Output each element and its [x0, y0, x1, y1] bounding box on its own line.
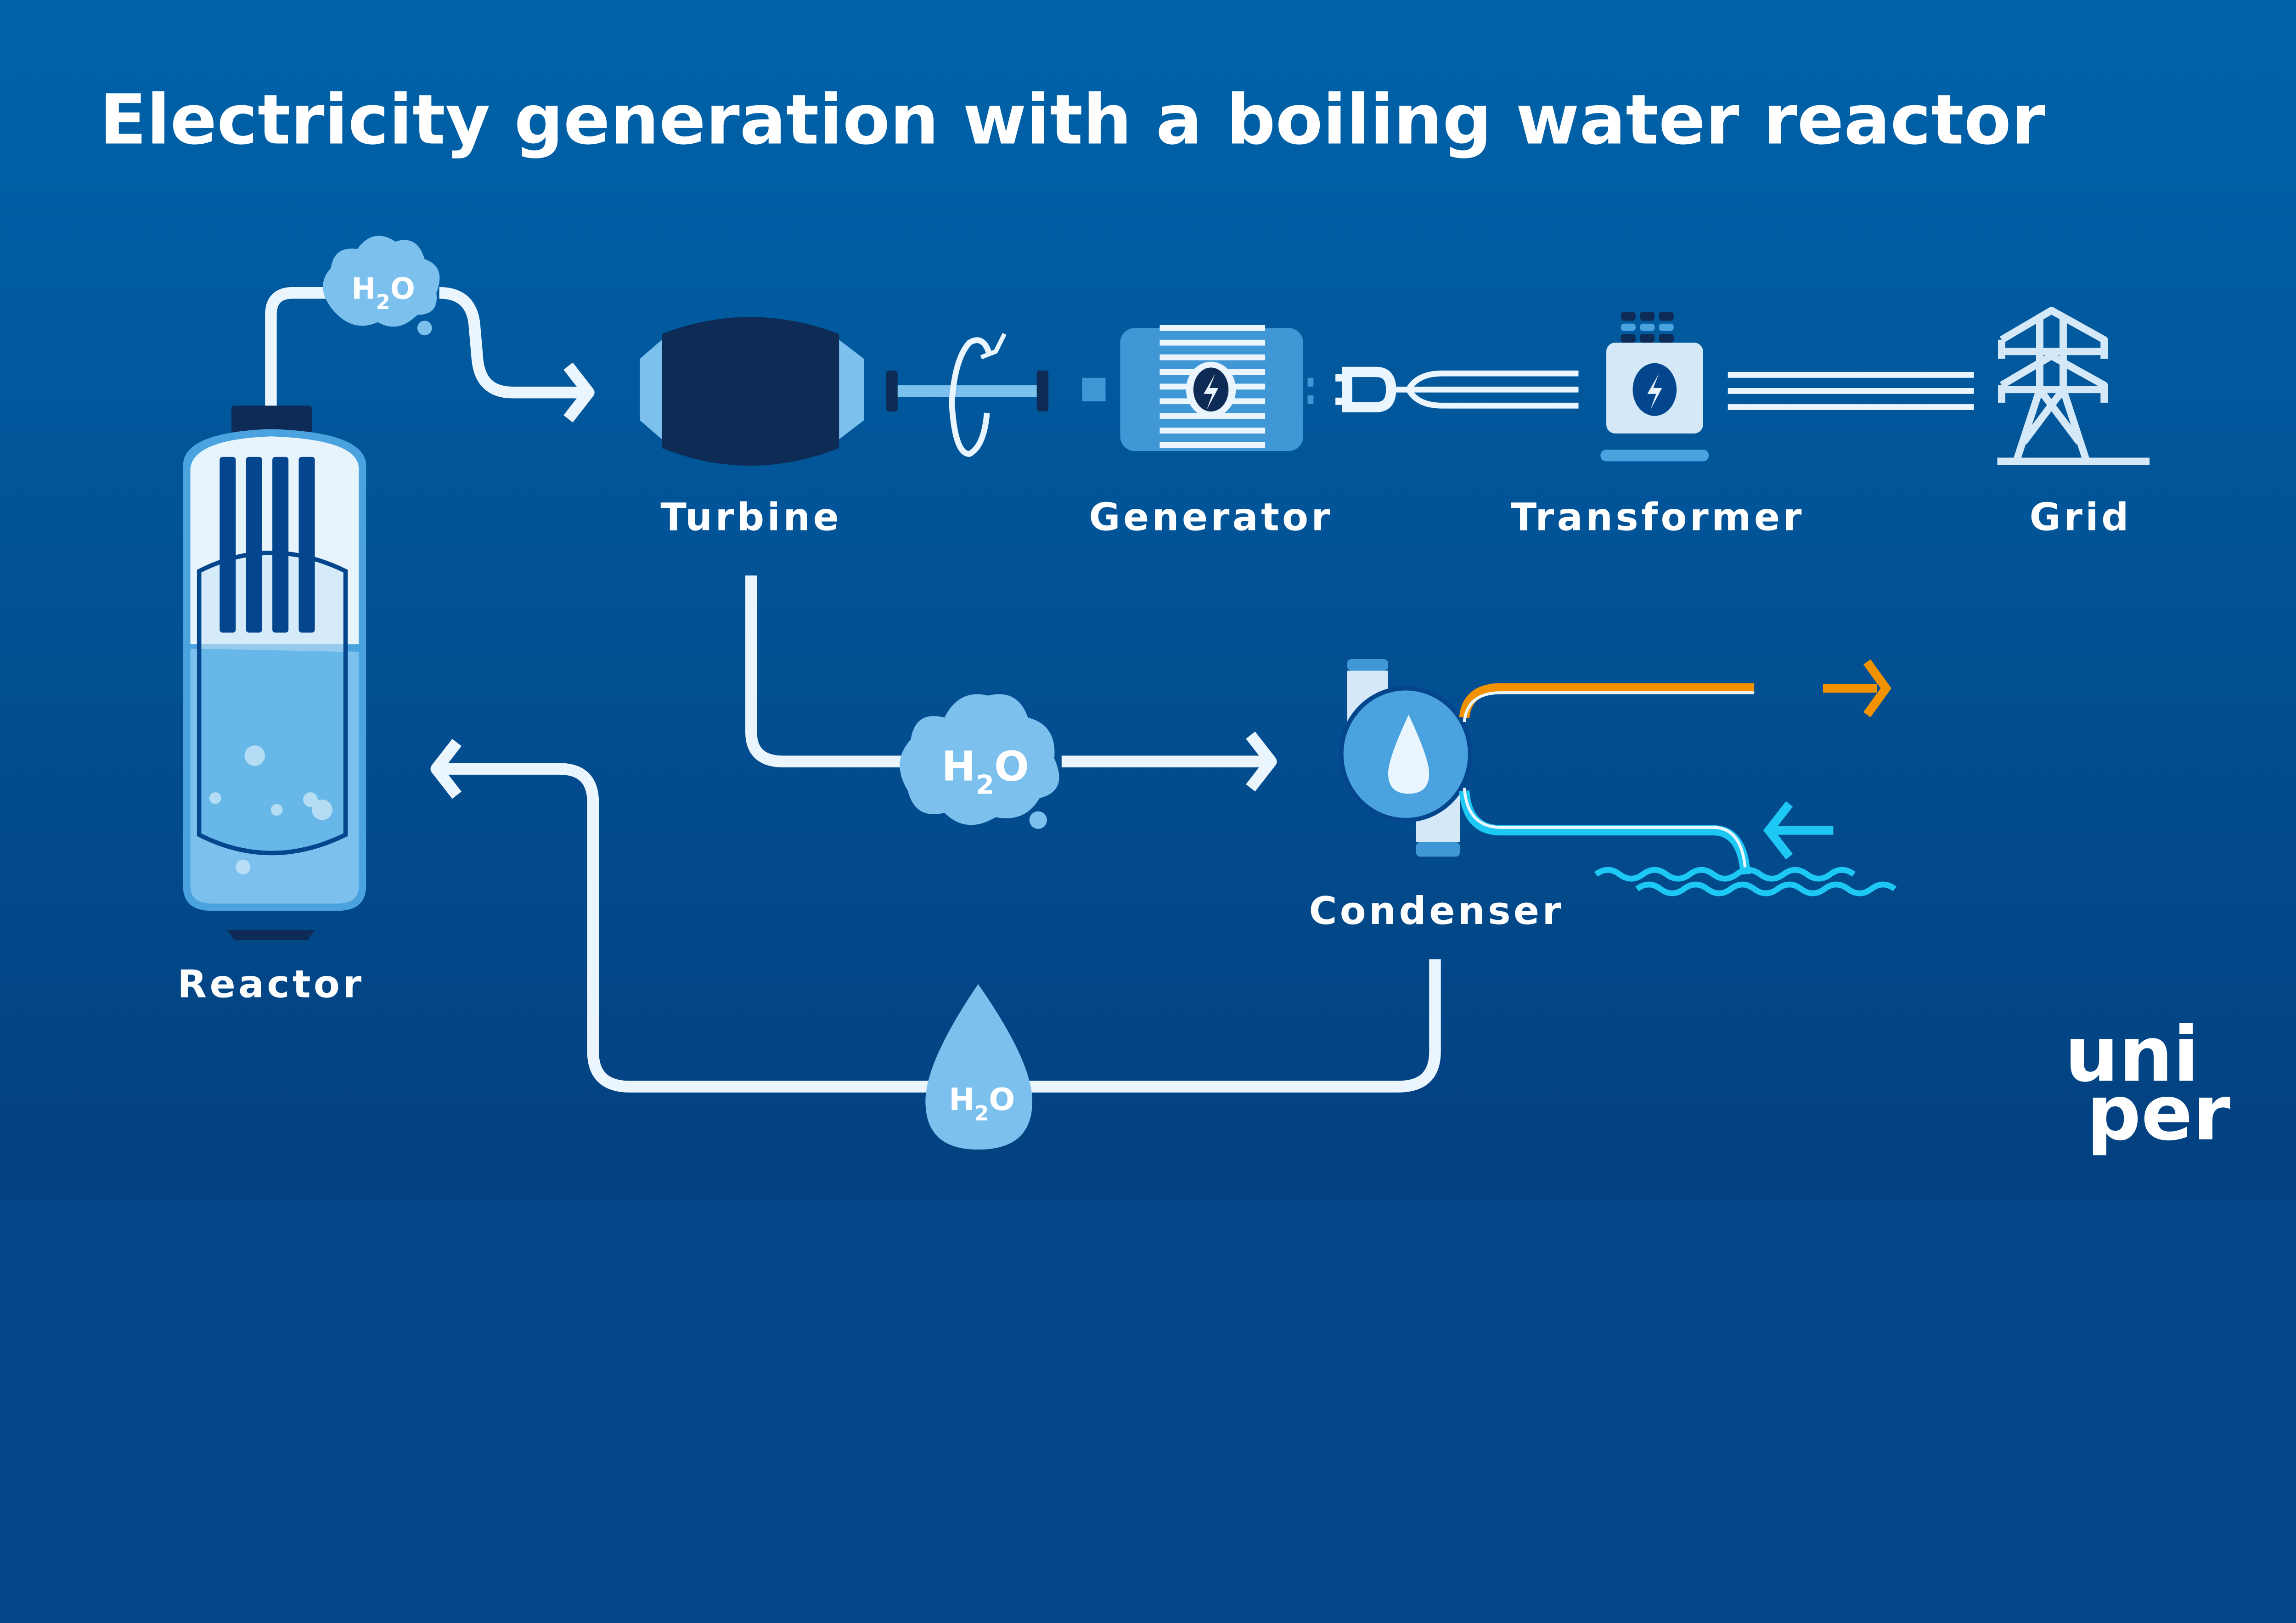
bwr-diagram: Electricity generation with a boiling wa…	[0, 0, 2296, 1200]
condenser-icon	[1339, 659, 1473, 857]
generator-icon	[1082, 325, 1314, 451]
svg-text:uni: uni	[2065, 1010, 2199, 1099]
background	[0, 0, 2296, 1200]
arrow-icon	[1246, 731, 1277, 792]
turbine-label: Turbine	[660, 495, 842, 539]
svg-text:per: per	[2087, 1069, 2230, 1158]
inflow-arrow-icon	[1763, 801, 1834, 860]
turbine-icon	[640, 317, 1049, 466]
water-return-pipe	[439, 763, 1441, 1093]
uniper-logo: uni per	[2065, 1010, 2230, 1158]
waves-icon	[1594, 867, 1897, 896]
svg-text:H2O: H2O	[941, 743, 1029, 800]
condenser-label: Condenser	[1309, 889, 1564, 933]
arrow-icon	[430, 738, 461, 799]
water-drop-icon	[1388, 715, 1429, 794]
pylon-icon	[1997, 307, 2150, 465]
transformer-label: Transformer	[1511, 495, 1805, 539]
reactor-label: Reactor	[177, 962, 364, 1007]
arrow-icon	[563, 362, 595, 423]
steam-cloud-icon: H2O	[323, 236, 440, 336]
generator-label: Generator	[1089, 495, 1333, 539]
steam-pipe-middle	[745, 575, 1268, 767]
transformer-icon	[1600, 312, 1709, 462]
reactor-icon	[183, 406, 366, 941]
steam-pipe-top	[265, 287, 586, 406]
page-title: Electricity generation with a boiling wa…	[100, 80, 2045, 160]
water-drop-icon: H2O	[925, 984, 1033, 1150]
plug-icon	[1335, 366, 1579, 412]
svg-text:H2O: H2O	[351, 272, 415, 314]
grid-label: Grid	[2030, 495, 2132, 539]
steam-cloud-icon: H2O	[900, 694, 1059, 829]
svg-text:H2O: H2O	[949, 1082, 1015, 1125]
outflow-arrow-icon	[1823, 659, 1891, 717]
power-lines	[1728, 372, 1974, 410]
